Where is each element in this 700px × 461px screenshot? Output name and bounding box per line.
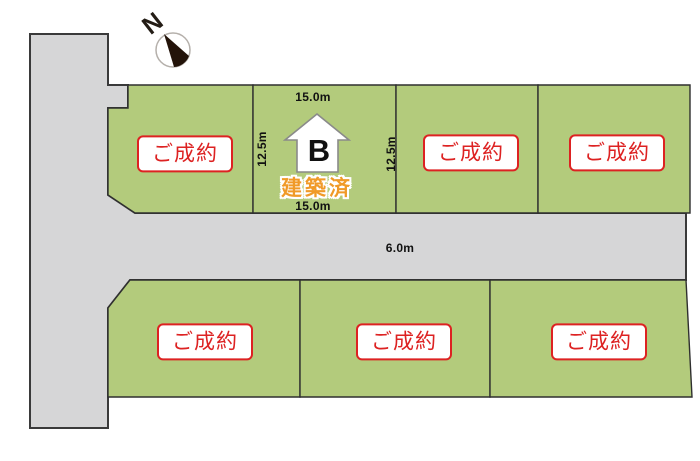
sold-badge-bottom-3: ご成約	[551, 323, 647, 361]
sold-badge-bottom-1: ご成約	[157, 323, 253, 361]
dimension-bottom: 15.0m	[295, 199, 331, 213]
sold-badge-top-1: ご成約	[137, 135, 233, 173]
road-width-label: 6.0m	[385, 241, 415, 255]
built-status-label: 建築済	[281, 177, 353, 200]
sold-badge-bottom-2: ご成約	[356, 323, 452, 361]
compass-needle-icon	[164, 34, 189, 67]
dimension-left: 12.5m	[255, 131, 269, 167]
dimension-top: 15.0m	[295, 90, 331, 104]
sold-badge-top-4: ご成約	[569, 134, 665, 172]
dimension-right: 12.5m	[384, 136, 398, 172]
house-arrow-icon	[282, 112, 352, 173]
sold-badge-top-3: ご成約	[423, 134, 519, 172]
lot-b-letter: B	[307, 133, 331, 168]
